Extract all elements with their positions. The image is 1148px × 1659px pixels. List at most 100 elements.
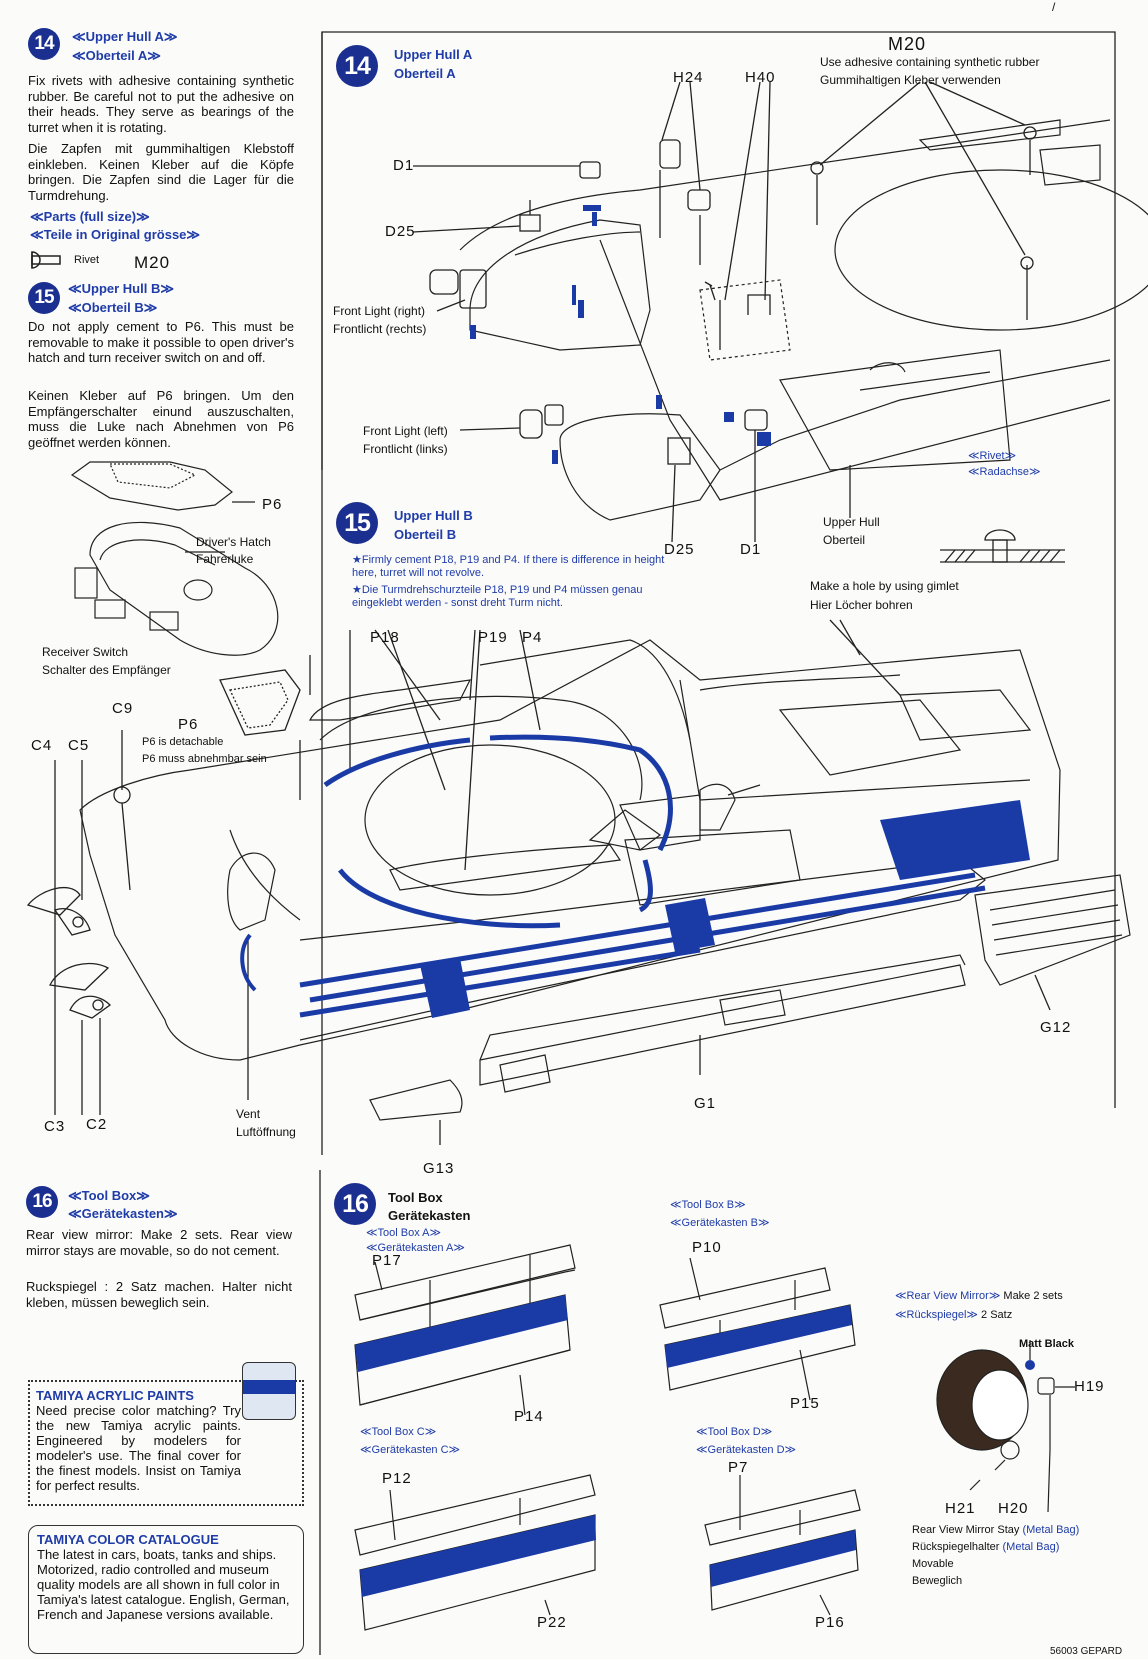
beweglich-label: Beweglich [912,1575,963,1587]
step-16-text-en: Rear view mirror: Make 2 sets. Rear view… [26,1227,292,1258]
front-light-left-de: Frontlicht (links) [363,442,448,456]
front-light-right-en: Front Light (right) [333,304,426,318]
tool-box-d-de: ≪Gerätekasten D≫ [696,1444,797,1456]
panel-14-title-de: Oberteil A [394,66,456,81]
panel-15-badge: 15 [336,502,378,544]
panel15-left-parts [26,619,1051,1145]
paints-box-body: Need precise color matching? Try the new… [36,1403,241,1493]
stay-en-row: Rear View Mirror Stay (Metal Bag) [912,1524,1079,1537]
label-h40: H40 [745,69,776,86]
label-g12: G12 [1040,1019,1072,1036]
step-14-text-de: Die Zapfen mit gummihaltigen Klebstoff e… [28,141,294,203]
step-15-badge: 15 [28,282,60,314]
step-14-badge: 14 [28,28,60,60]
paint-jar-icon [242,1362,296,1420]
tool-box-b-en: ≪Tool Box B≫ [670,1199,746,1211]
rivet-caption-de: ≪Radachse≫ [968,466,1041,478]
label-p10: P10 [692,1239,722,1256]
label-p15: P15 [790,1395,820,1412]
label-d25-top: D25 [385,223,416,240]
upper-hull-b-drawing [79,639,1131,1121]
panel-14-title-en: Upper Hull A [394,47,473,62]
tool-box-c-en: ≪Tool Box C≫ [360,1426,437,1438]
label-p17: P17 [372,1252,402,1269]
label-h19: H19 [1074,1378,1105,1395]
panel14-blue-accents [470,205,771,464]
catalogue-box-title: TAMIYA COLOR CATALOGUE [37,1532,219,1547]
rivet-caption-en: ≪Rivet≫ [968,450,1017,462]
mirror-make: Make 2 sets [1003,1290,1063,1302]
stay-de-row: Rückspiegelhalter (Metal Bag) [912,1541,1059,1554]
panel15-blue-accents [240,734,986,1018]
tamiya-acrylic-paints-box: TAMIYA ACRYLIC PAINTS Need precise color… [28,1362,304,1506]
panel15-blue-fills [420,800,1030,1018]
step-15-text-en: Do not apply cement to P6. This must be … [28,319,294,365]
step-14-title-de: ≪Oberteil A≫ [72,48,161,63]
step-14-text-en: Fix rivets with adhesive containing synt… [28,73,294,135]
label-p12: P12 [382,1470,412,1487]
drivers-hatch-drawing [74,521,279,656]
label-fahrerluke: Fahrerluke [196,552,254,566]
stay-en: Rear View Mirror Stay [912,1524,1020,1536]
stay-de-bag: (Metal Bag) [1002,1541,1060,1553]
tool-box-a-en: ≪Tool Box A≫ [366,1227,442,1239]
panel14-parts [412,81,1037,543]
label-p19: P19 [478,629,508,646]
front-light-right-de: Frontlicht (rechts) [333,322,427,336]
rivet-part-m20: M20 [134,253,171,272]
label-h20: H20 [998,1500,1029,1517]
gimlet-note-de: Hier Löcher bohren [810,598,913,612]
label-c2: C2 [86,1116,108,1133]
parts-full-size-de: ≪Teile in Original grösse≫ [30,227,201,242]
upper-hull-en: Upper Hull [823,515,880,529]
label-c5: C5 [68,737,90,754]
label-p14: P14 [514,1408,544,1425]
footer-code: 56003 GEPARD [1050,1646,1123,1657]
rivet-icon [31,251,61,269]
label-receiver-switch: Receiver Switch [42,645,129,659]
panel-15-note-en: ★Firmly cement P18, P19 and P4. If there… [352,554,665,579]
m20-note-en: Use adhesive containing synthetic rubber [820,55,1040,69]
m20-note-de: Gummihaltigen Kleber verwenden [820,73,1001,87]
vent-de: Luftöffnung [236,1125,296,1139]
p6-cover-drawing [70,461,255,511]
tool-box-a-de: ≪Gerätekasten A≫ [366,1242,465,1254]
vent-en: Vent [236,1107,261,1121]
matt-black-label: Matt Black [1019,1338,1075,1350]
front-light-left-en: Front Light (left) [363,424,448,438]
panel-16-badge: 16 [334,1183,376,1225]
panel-15-title-de: Oberteil B [394,527,457,542]
step-16-badge: 16 [26,1186,58,1218]
step-16-title-en: ≪Tool Box≫ [68,1188,150,1203]
label-c4: C4 [31,737,53,754]
mirror-en: ≪Rear View Mirror≫ [895,1290,1001,1302]
step-15-title-de: ≪Oberteil B≫ [68,300,158,315]
step-14-title-en: ≪Upper Hull A≫ [72,29,178,44]
gimlet-note-en: Make a hole by using gimlet [810,579,959,593]
upper-hull-a-drawing [459,119,1148,521]
label-p6-main: P6 [178,716,199,733]
tool-box-b-de: ≪Gerätekasten B≫ [670,1217,770,1229]
tamiya-color-catalogue-box: TAMIYA COLOR CATALOGUE The latest in car… [28,1525,304,1654]
label-schalter: Schalter des Empfänger [42,663,171,677]
label-d1-top: D1 [393,157,415,174]
step-15-title-en: ≪Upper Hull B≫ [68,281,174,296]
label-p18: P18 [370,629,400,646]
panel-15-title-en: Upper Hull B [394,508,473,523]
label-p7: P7 [728,1459,749,1476]
toolbox-blue-fills [355,1295,856,1597]
stay-de: Rückspiegelhalter [912,1541,1000,1553]
tool-box-c-de: ≪Gerätekasten C≫ [360,1444,461,1456]
label-d25-bottom: D25 [664,541,695,558]
panel-15-note-de: ★Die Turmdrehschurzteile P18, P19 und P4… [352,584,643,609]
label-h21: H21 [945,1500,976,1517]
catalogue-box-body: The latest in cars, boats, tanks and shi… [37,1547,290,1622]
mirror-satz: 2 Satz [981,1309,1013,1321]
corner-mark: / [1052,0,1056,14]
panel-14-badge: 14 [336,45,378,87]
panel-16-title-en: Tool Box [388,1190,443,1205]
mirror-de: ≪Rückspiegel≫ [895,1309,978,1321]
label-p6-left: P6 [262,496,283,513]
label-c9: C9 [112,700,134,717]
